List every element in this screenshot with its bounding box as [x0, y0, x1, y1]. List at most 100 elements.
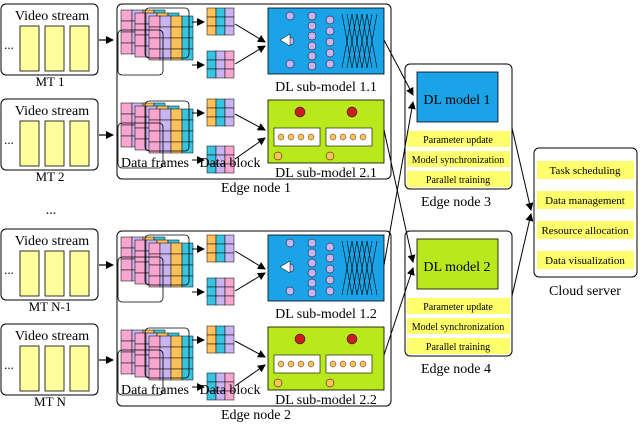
rnn-gate: [339, 360, 347, 368]
rnn-gate: [329, 133, 337, 141]
block-to-model: [234, 340, 266, 358]
data-block-grid: [206, 50, 235, 79]
rnn-output: [346, 333, 358, 345]
cloud-item: Data visualization: [545, 255, 625, 267]
nn-node: [325, 37, 335, 47]
rnn-output: [294, 106, 306, 118]
link-en4-to-cloud: [511, 213, 534, 297]
block-to-model: [234, 23, 266, 43]
cloud-item-bg: [537, 191, 634, 209]
function-item-bg: [407, 131, 510, 147]
data-block: [192, 50, 235, 79]
data-frames-stack: [117, 7, 194, 76]
rnn-cell: [273, 127, 321, 147]
nn-node: [307, 11, 317, 21]
link-en2-to-en3: [383, 101, 416, 266]
video-frame: [44, 25, 65, 72]
rnn-gate: [359, 133, 367, 141]
block-to-model: [234, 250, 266, 270]
submodel-label: DL sub-model 1.1: [275, 80, 377, 95]
rnn-input: [325, 151, 335, 161]
rnn-gate: [349, 360, 357, 368]
mt-group: Video stream...MT N-1: [0, 228, 114, 314]
link-en2-to-en4: [383, 267, 415, 356]
data-block-grid: [206, 325, 235, 354]
rnn-gate: [307, 133, 315, 141]
rnn-gate: [297, 360, 305, 368]
submodel-label: DL sub-model 2.2: [275, 393, 377, 408]
frame-bracket: [117, 349, 164, 396]
nn-node: [307, 258, 317, 268]
nn-node: [325, 48, 335, 58]
stream-ellipsis: ...: [4, 357, 14, 372]
data-block-grid: [206, 372, 235, 401]
video-frame: [19, 250, 40, 297]
nn-node: [325, 15, 335, 25]
dl-submodel-blue: [267, 7, 385, 75]
cloud-item-bg: [537, 221, 634, 239]
cloud-item: Task scheduling: [549, 165, 621, 177]
video-frame: [69, 25, 90, 72]
nn-node: [307, 288, 317, 298]
link-en1-to-en4: [383, 129, 416, 263]
video-frame: [44, 345, 65, 392]
frame-bracket: [117, 122, 164, 169]
nn-edge: [356, 13, 368, 69]
frame-bracket: [144, 234, 190, 286]
group-ellipsis: ...: [46, 203, 57, 218]
nn-node: [307, 31, 317, 41]
data-frames-label: Data frames: [121, 383, 189, 398]
rnn-input: [325, 378, 335, 388]
data-block-grid: [206, 7, 235, 36]
function-item: Parallel training: [426, 175, 490, 186]
video-stream-title: Video stream: [15, 9, 89, 24]
nn-node: [307, 238, 317, 248]
mt-label: MT 2: [35, 169, 64, 184]
data-frame: [148, 242, 194, 288]
nn-input: [279, 33, 291, 47]
data-block-grid: [206, 145, 235, 174]
nn-node: [325, 26, 335, 36]
rnn-gate: [307, 360, 315, 368]
video-stream-title: Video stream: [15, 329, 89, 344]
rnn-gate: [349, 133, 357, 141]
frame-bracket: [117, 29, 164, 76]
data-frame: [148, 108, 194, 154]
rnn-input: [273, 378, 283, 388]
nn-node: [325, 286, 335, 296]
function-item-bg: [407, 338, 510, 354]
function-item: Model synchronization: [412, 155, 504, 166]
dl-model-label: DL model 2: [423, 260, 490, 275]
nn-edge: [351, 240, 363, 296]
nn-edge: [366, 240, 378, 296]
cloud-item-bg: [537, 161, 634, 179]
nn-edge: [356, 240, 368, 296]
data-frame: [148, 15, 194, 61]
data-frames-stack: [117, 234, 194, 303]
stream-ellipsis: ...: [4, 262, 14, 277]
rnn-input: [273, 151, 283, 161]
data-block-grid: [206, 234, 235, 263]
rnn-gate: [277, 360, 285, 368]
nn-node: [307, 248, 317, 258]
mt-group: Video stream...MT 2: [0, 98, 114, 184]
nn-node: [285, 286, 295, 296]
data-block-grid: [206, 98, 235, 127]
data-block: [192, 277, 235, 306]
cloud-item: Resource allocation: [541, 225, 629, 237]
video-frame: [19, 25, 40, 72]
frame-bracket: [117, 256, 164, 303]
mt-label: MT N-1: [29, 299, 72, 314]
data-frames-label: Data frames: [121, 156, 189, 171]
block-to-model: [234, 45, 266, 65]
dl-submodel-blue: [267, 234, 385, 302]
video-stream-title: Video stream: [15, 104, 89, 119]
nn-edge: [346, 13, 358, 69]
rnn-gate: [297, 133, 305, 141]
nn-edge: [341, 240, 353, 296]
data-block: [192, 7, 235, 36]
submodel-label: DL sub-model 1.2: [275, 307, 377, 322]
nn-edge: [346, 240, 358, 296]
nn-node: [285, 11, 295, 21]
